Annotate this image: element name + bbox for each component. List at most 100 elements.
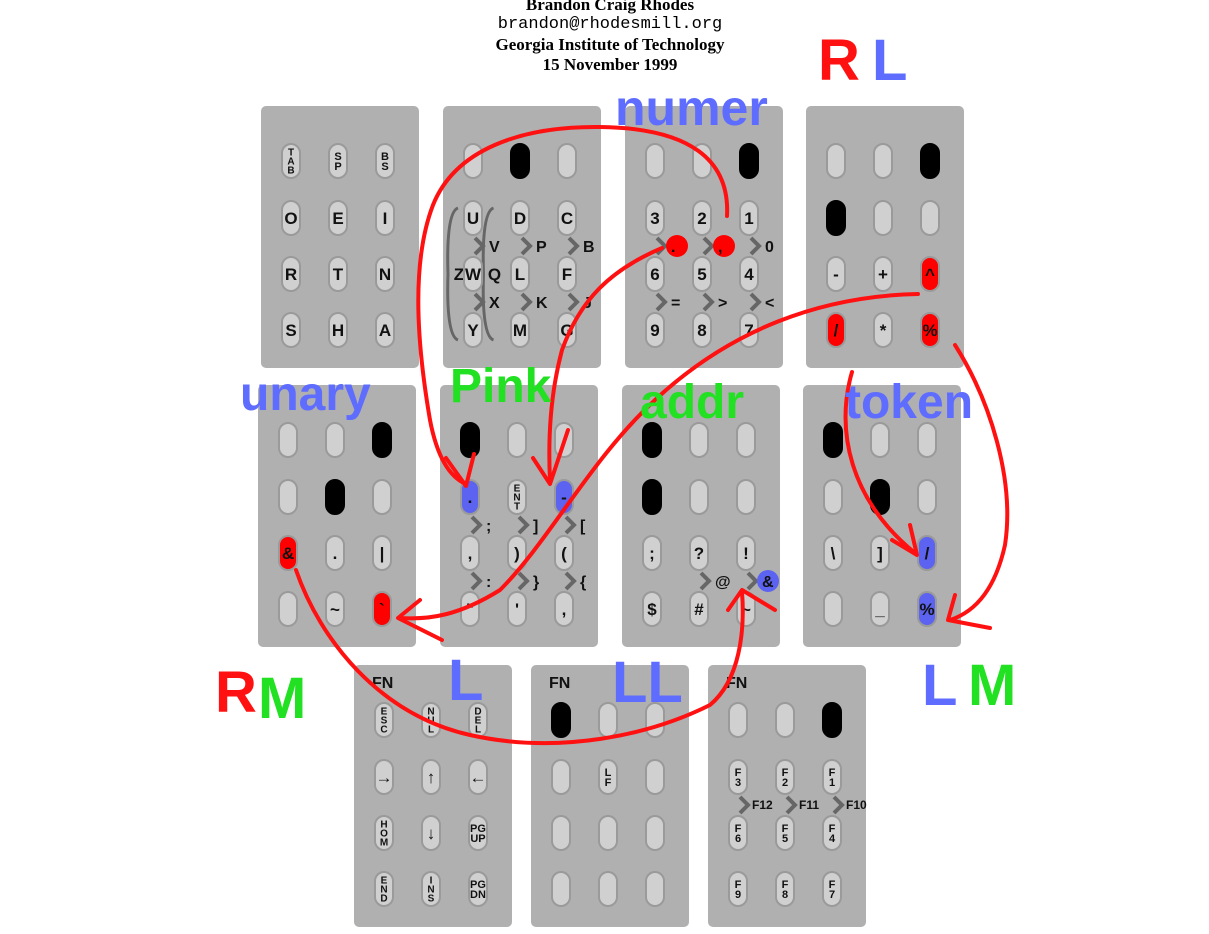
combo-label: K	[536, 295, 548, 312]
combo: .	[655, 235, 688, 257]
key-cap	[736, 535, 756, 571]
institution: Georgia Institute of Technology	[495, 35, 725, 54]
chord-key: \	[823, 535, 843, 571]
key-label: ;	[649, 544, 655, 563]
key-cap	[375, 256, 395, 292]
chord-key: N	[375, 256, 395, 292]
key-cap	[510, 143, 530, 179]
key-cap	[375, 312, 395, 348]
key-label: 3	[650, 209, 659, 228]
combo: >	[702, 292, 727, 312]
panel-unary: &.|~`	[258, 385, 416, 647]
combo-label: :	[486, 574, 491, 591]
key-cap	[372, 479, 392, 515]
chord-key	[775, 702, 795, 738]
chord-key: I	[375, 200, 395, 236]
annotation-addr: addr	[640, 376, 744, 429]
key-label: ←	[470, 768, 487, 787]
key-cap	[278, 479, 298, 515]
chord-key	[557, 143, 577, 179]
chord-key	[823, 422, 843, 458]
chord-key	[551, 815, 571, 851]
key-label: ↓	[427, 824, 436, 843]
key-label: `	[379, 600, 385, 619]
chord-key: 9	[645, 312, 665, 348]
key-label: (	[561, 544, 567, 563]
chord-key	[325, 479, 345, 515]
combo-chevron	[655, 236, 668, 256]
combo-chevron	[473, 236, 486, 256]
combo: &	[746, 570, 779, 592]
chord-key	[823, 591, 843, 627]
key-cap	[325, 422, 345, 458]
combo: ;	[470, 515, 491, 535]
key-label: I	[383, 209, 388, 228]
combo-label: <	[765, 295, 774, 312]
key-cap	[822, 871, 842, 907]
key-cap	[822, 702, 842, 738]
key-cap	[375, 143, 395, 179]
key-label: !	[743, 544, 749, 563]
chord-key: U	[463, 200, 483, 236]
key-cap	[873, 200, 893, 236]
key-cap	[372, 535, 392, 571]
key-cap	[421, 871, 441, 907]
key-label: M	[513, 321, 527, 340]
chord-key	[920, 200, 940, 236]
key-label: H	[332, 321, 344, 340]
combo: V	[473, 236, 500, 256]
chord-key: +	[873, 256, 893, 292]
combo-label: F10	[846, 798, 867, 812]
chord-key: D	[510, 200, 530, 236]
chord-key	[728, 702, 748, 738]
chord-key: *	[873, 312, 893, 348]
chord-key	[278, 591, 298, 627]
key-label: ,	[468, 544, 473, 563]
combo: P	[520, 236, 547, 256]
key-cap	[328, 200, 348, 236]
author-email: brandon@rhodesmill.org	[497, 15, 723, 34]
chord-key	[551, 871, 571, 907]
key-cap	[281, 200, 301, 236]
key-label: ^	[925, 265, 935, 284]
key-label: R	[285, 265, 297, 284]
key-cap	[870, 535, 890, 571]
panel-token: \]/_%	[803, 385, 961, 647]
key-cap	[372, 422, 392, 458]
key-label: _	[874, 600, 885, 619]
arrowhead-addr-amp	[726, 588, 777, 612]
key-cap	[642, 591, 662, 627]
key-cap	[468, 815, 488, 851]
key-label: \	[831, 544, 836, 563]
chord-key: F	[557, 256, 577, 292]
chord-key	[325, 422, 345, 458]
combo-label: 0	[765, 239, 774, 256]
combo-chevron	[746, 571, 759, 591]
chord-key	[372, 422, 392, 458]
chord-key: ~	[325, 591, 345, 627]
key-label: Y	[467, 321, 479, 340]
chord-key: (	[554, 535, 574, 571]
combo: F12	[738, 795, 773, 815]
key-label: -	[561, 488, 567, 507]
key-label: ~	[330, 600, 340, 619]
key-cap	[739, 143, 759, 179]
combo-chevron	[785, 795, 798, 815]
combo-chevron	[702, 292, 715, 312]
key-cap	[823, 422, 843, 458]
key-cap	[510, 200, 530, 236]
key-label: 1	[744, 209, 753, 228]
combo-chevron	[749, 292, 762, 312]
key-cap	[917, 479, 937, 515]
chord-key	[645, 815, 665, 851]
